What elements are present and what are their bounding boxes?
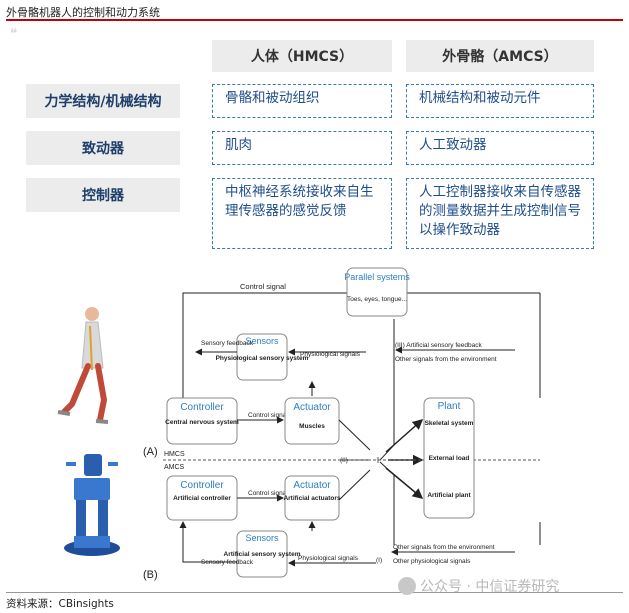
footer-rule: [6, 592, 623, 593]
label-b: (B): [143, 569, 158, 581]
col-header-exo: 外骨骼（AMCS）: [406, 40, 594, 72]
cell-text: 人工致动器: [419, 137, 487, 153]
sensors-bottom-body: Artificial sensory system: [224, 551, 301, 558]
control-signal-mid-bottom: Control signal: [248, 490, 288, 497]
page-title: 外骨骼机器人的控制和动力系统: [6, 6, 160, 19]
plant-item-artificial: Artificial plant: [427, 492, 471, 499]
cell-exo-controller: 人工控制器接收来自传感器的测量数据并生成控制信号以操作致动器: [406, 178, 594, 249]
sensors-top-body: Physiological sensory system: [216, 355, 309, 362]
source-note: 资料来源：CBinsights: [6, 598, 114, 610]
human-figure-icon: [57, 307, 109, 424]
physiological-signals-bottom: Physiological signals: [298, 555, 359, 562]
sensors-bottom-title: Sensors: [245, 533, 279, 543]
roman-i-bottom: (I): [376, 557, 382, 564]
row-label-actuator: 致动器: [26, 131, 180, 165]
controller-top-title: Controller: [180, 402, 224, 413]
actuator-top-body: Muscles: [299, 423, 325, 430]
other-physiological-signals: Other physiological signals: [393, 558, 471, 565]
cell-text: 人工控制器接收来自传感器的测量数据并生成控制信号以操作致动器: [419, 184, 581, 238]
plant-box: [423, 397, 475, 519]
artificial-sensory-feedback: (III) Artificial sensory feedback: [395, 342, 482, 349]
cell-text: 中枢神经系统接收来自生理传感器的感觉反馈: [225, 184, 374, 219]
control-signal-line: [182, 292, 348, 398]
exoskeleton-robot-icon: [64, 454, 120, 556]
cell-human-actuator: 肌肉: [212, 131, 392, 165]
plant-title: Plant: [438, 401, 461, 412]
cell-exo-structure: 机械结构和被动元件: [406, 84, 594, 118]
sensors-top-title: Sensors: [245, 336, 279, 346]
amcs-label: AMCS: [164, 464, 185, 471]
sensors-bottom-box: [236, 530, 288, 578]
cell-exo-actuator: 人工致动器: [406, 131, 594, 165]
wechat-icon: [398, 577, 416, 595]
title-rule: [6, 19, 623, 21]
physiological-signals-top: Physiological signals: [300, 351, 361, 358]
control-signal-top: Control signal: [240, 282, 286, 291]
sensors-top-box: [236, 333, 288, 381]
controller-bottom-title: Controller: [180, 480, 224, 491]
row-label-controller: 控制器: [26, 178, 180, 212]
controller-top-box: [166, 397, 238, 445]
col-header-human: 人体（HMCS）: [212, 40, 392, 72]
sensory-feedback-top: Sensory feedback: [201, 340, 254, 347]
actuator-bottom-title: Actuator: [293, 480, 331, 491]
control-system-diagram: (A) (B) Control signal Parallel systems …: [57, 267, 541, 581]
cell-text: 肌肉: [225, 137, 252, 153]
parallel-systems-detail: Toes, eyes, tongue...: [347, 296, 407, 303]
corner-quote-icon: ❝: [10, 26, 18, 42]
actuator-top-title: Actuator: [293, 402, 331, 413]
other-signals-env-top: Other signals from the environment: [395, 356, 497, 363]
row-label-structure: 力学结构/机械结构: [26, 84, 180, 118]
parallel-systems-title: Parallel systems: [344, 272, 410, 282]
cell-human-structure: 骨骼和被动组织: [212, 84, 392, 118]
sensory-feedback-bottom: Sensory feedback: [201, 559, 254, 566]
cell-text: 骨骼和被动组织: [225, 90, 320, 106]
other-signals-env-bottom: Other signals from the environment: [393, 544, 495, 551]
actuator-bottom-box: [284, 475, 340, 521]
control-signal-mid-top: Control signal: [248, 412, 288, 419]
actuator-bottom-body: Artificial actuators: [283, 495, 340, 502]
controller-bottom-body: Artificial controller: [173, 495, 231, 502]
cell-text: 机械结构和被动元件: [419, 90, 541, 106]
cell-human-controller: 中枢神经系统接收来自生理传感器的感觉反馈: [212, 178, 392, 249]
watermark: 公众号 · 中信证券研究: [420, 579, 560, 595]
plant-item-skeletal: Skeletal system: [425, 420, 474, 427]
hmcs-label: HMCS: [164, 451, 185, 458]
controller-top-body: Central nervous system: [165, 419, 239, 426]
parallel-systems-box: [346, 267, 408, 317]
actuator-top-box: [284, 397, 340, 445]
label-a: (A): [143, 446, 158, 458]
plant-item-external-load: External load: [429, 455, 470, 462]
